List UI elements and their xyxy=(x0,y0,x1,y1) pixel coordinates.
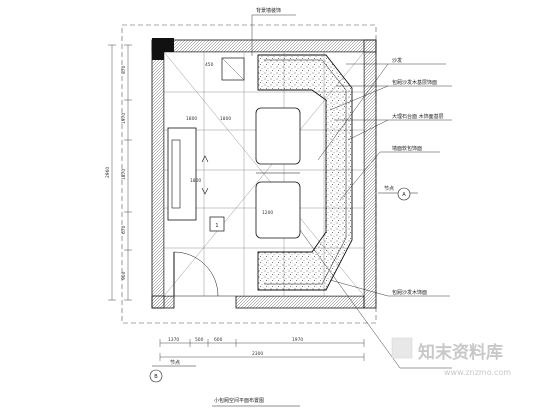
dim-left-4: 670 xyxy=(121,225,127,234)
room-walls xyxy=(151,39,377,309)
down-arrow-icon xyxy=(201,187,209,195)
callout-sofa-base: 包厢沙发木基层饰面 xyxy=(392,79,437,86)
watermark-brand: 知末资料库 xyxy=(417,342,503,363)
dim-bottom-1: 1370 xyxy=(168,337,179,343)
dim-left-1: 870 xyxy=(121,65,127,74)
dim-bottom-4: 1970 xyxy=(292,337,303,343)
callout-background-wall: 背景墙装饰 xyxy=(256,7,281,14)
leader-lines xyxy=(251,14,452,369)
dim-left-3: 1870 xyxy=(121,169,127,180)
section-tag-a: A xyxy=(402,192,406,198)
room-tag: 1 xyxy=(215,223,218,229)
section-marker-b xyxy=(149,369,163,383)
dim-left-6: 900 xyxy=(121,271,127,280)
sofa-inner-line xyxy=(264,59,347,285)
room-tag-box xyxy=(209,216,225,232)
callout-sofa-veneer: 包厢沙发木饰面 xyxy=(392,289,427,296)
callout-wall-softpack: 墙面软包饰面 xyxy=(392,145,422,152)
section-tag-b: B xyxy=(154,374,158,380)
callout-marble-top: 大理石台面 木饰面基层 xyxy=(392,113,444,120)
section-marker-a xyxy=(397,187,411,201)
side-label-bottom: 节点 xyxy=(170,360,180,366)
dim-inner-5: 1200 xyxy=(262,210,273,216)
side-label-right: 节点 xyxy=(384,186,394,192)
dim-left-5: 2960 xyxy=(105,167,111,178)
dim-bottom-3: 600 xyxy=(214,337,223,343)
dim-inner-2: 1800 xyxy=(220,116,231,122)
dim-left-2: 1970 xyxy=(121,113,127,124)
watermark-logo xyxy=(391,337,413,359)
left-dimension-chain xyxy=(108,44,132,301)
watermark-url: www.znzmo.com xyxy=(444,368,511,377)
up-arrow-icon xyxy=(201,155,209,163)
door-swing xyxy=(173,251,219,297)
dim-bottom-5: 2300 xyxy=(252,351,263,357)
dim-inner-1: 1800 xyxy=(186,116,197,122)
coffee-table-bottom xyxy=(255,181,301,239)
callout-sofa: 沙发 xyxy=(392,57,402,64)
coffee-table-top xyxy=(255,107,301,165)
sofa-u-shape xyxy=(257,54,353,291)
tv-screen xyxy=(171,139,181,209)
dim-inner-3: 1800 xyxy=(190,178,201,184)
dim-bottom-2: 500 xyxy=(195,337,204,343)
dim-inner-4: 450 xyxy=(205,62,214,68)
bottom-dimension-chain xyxy=(159,339,365,361)
drawing-title: 小包厢空间平面布置图 xyxy=(214,397,264,404)
